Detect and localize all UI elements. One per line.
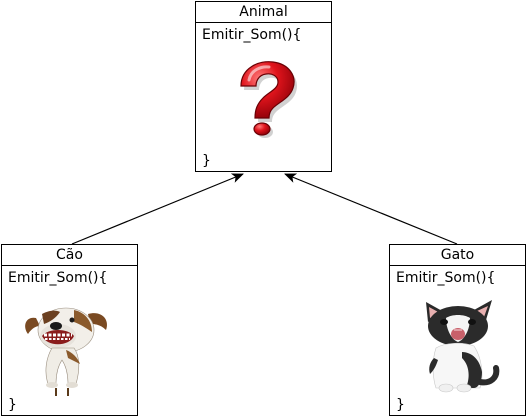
class-name-cao: Cão: [2, 245, 137, 266]
method-close-cao: }: [8, 397, 17, 413]
class-name-animal: Animal: [196, 2, 331, 23]
class-body-animal: Emitir_Som(){ }: [196, 23, 331, 171]
question-mark-icon: [240, 61, 298, 138]
method-close-gato: }: [396, 397, 405, 413]
class-name-gato: Gato: [390, 245, 525, 266]
class-box-animal: Animal Emitir_Som(){ }: [195, 1, 332, 172]
class-box-cao: Cão Emitir_Som(){ }: [1, 244, 138, 416]
method-signature-gato: Emitir_Som(){: [396, 270, 496, 286]
method-close-animal: }: [202, 153, 211, 169]
class-body-cao: Emitir_Som(){ }: [2, 266, 137, 415]
dog-photo: [25, 307, 108, 396]
inheritance-arrow-cao-to-animal: [71, 173, 244, 245]
method-signature-cao: Emitir_Som(){: [8, 270, 108, 286]
cat-photo: [426, 300, 500, 393]
class-box-gato: Gato Emitir_Som(){ }: [389, 244, 526, 416]
inheritance-arrow-gato-to-animal: [284, 173, 458, 245]
class-body-gato: Emitir_Som(){ }: [390, 266, 525, 415]
method-signature-animal: Emitir_Som(){: [202, 27, 302, 43]
